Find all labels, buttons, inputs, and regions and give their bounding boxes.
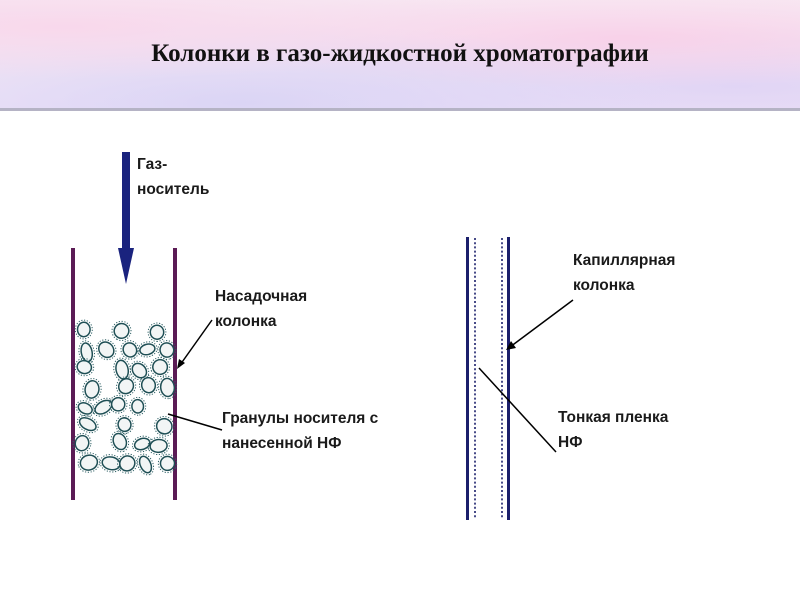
capillary-column-label-line2: колонка	[573, 277, 635, 294]
granule	[119, 455, 136, 472]
arrow-down-icon	[118, 248, 134, 284]
packed-column-label: Насадочная колонка	[215, 284, 307, 334]
granule-film	[116, 376, 137, 397]
packed-column-pointer	[179, 319, 213, 366]
packed-column-right-wall	[173, 248, 177, 500]
granule	[110, 396, 126, 412]
granule	[138, 455, 153, 474]
capillary-column	[466, 237, 510, 520]
granules-label-line1: Гранулы носителя с	[222, 410, 379, 427]
granule-film	[129, 396, 147, 416]
granule	[159, 455, 176, 472]
granule-film	[74, 319, 93, 340]
granule-film	[157, 340, 177, 360]
granule	[159, 342, 175, 358]
granule	[112, 432, 128, 451]
granule-film	[147, 436, 170, 456]
packed-column-label-line1: Насадочная	[215, 288, 308, 305]
granule	[155, 417, 173, 435]
granule	[77, 402, 93, 415]
label-pointers	[167, 299, 574, 453]
granule-film	[150, 357, 171, 377]
granule	[122, 342, 138, 358]
granule	[76, 321, 91, 338]
thin-film-label: Тонкая пленка НФ	[558, 405, 668, 455]
granule-film	[153, 415, 175, 437]
granule-film	[76, 415, 99, 434]
granules-label-line2: нанесенной НФ	[222, 435, 342, 452]
granule-film	[72, 432, 92, 454]
granule-film	[74, 357, 95, 377]
granule	[117, 417, 132, 433]
granules-label: Гранулы носителя с нанесенной НФ	[222, 406, 378, 456]
granule-film	[138, 374, 159, 396]
granule-film	[120, 340, 140, 360]
granule-film	[137, 341, 158, 358]
packed-column-label-line2: колонка	[215, 313, 277, 330]
granule-film	[147, 322, 167, 342]
granule	[149, 324, 165, 340]
granule	[94, 399, 113, 415]
granule	[140, 376, 157, 394]
granule-film	[92, 397, 115, 417]
thin-film-pointer	[478, 367, 557, 453]
capillary-column-label: Капиллярная колонка	[573, 248, 675, 298]
carrier-gas-label: Газ- носитель	[137, 152, 209, 202]
granule	[113, 322, 130, 340]
capillary-pointer-head	[506, 341, 516, 350]
packed-column-pointer-head	[177, 359, 185, 369]
granule-film	[115, 415, 134, 435]
granule	[78, 416, 97, 432]
carrier-gas-label-line1: Газ-	[137, 156, 168, 173]
carrier-gas-label-line2: носитель	[137, 181, 210, 198]
granule	[84, 379, 100, 399]
packed-column	[71, 152, 178, 500]
granule	[98, 341, 115, 359]
thin-film-label-line1: Тонкая пленка	[558, 409, 669, 426]
granule-film	[110, 430, 130, 453]
header-band	[0, 0, 800, 108]
granule-film	[82, 378, 102, 401]
header-divider	[0, 108, 800, 111]
granule	[139, 343, 156, 356]
granule-film	[111, 320, 132, 341]
capillary-pointer	[509, 299, 574, 348]
slide-title: Колонки в газо-жидкостной хроматографии	[151, 40, 649, 67]
packed-column-left-wall	[71, 248, 75, 500]
granule	[159, 377, 176, 398]
granule	[152, 358, 169, 376]
granule-film	[136, 453, 155, 476]
granule-film	[157, 375, 178, 400]
granule-film	[108, 394, 128, 414]
capillary-column-label-line1: Капиллярная	[573, 252, 676, 269]
granule-film	[117, 453, 138, 474]
granule-film	[131, 435, 153, 453]
granule-film	[96, 339, 117, 361]
granule	[101, 456, 121, 471]
carrier-gas-arrow-shaft	[122, 152, 130, 250]
carrier-granules	[72, 319, 178, 476]
thin-film-label-line2: НФ	[558, 434, 583, 451]
capillary-right-wall	[507, 237, 510, 520]
capillary-left-wall	[466, 237, 469, 520]
granules-pointer	[167, 413, 223, 431]
granule	[131, 398, 145, 414]
granule	[131, 362, 148, 379]
granule	[74, 434, 90, 452]
granule	[79, 454, 99, 471]
granule	[117, 378, 135, 395]
granule	[76, 359, 93, 375]
granule	[149, 438, 168, 454]
